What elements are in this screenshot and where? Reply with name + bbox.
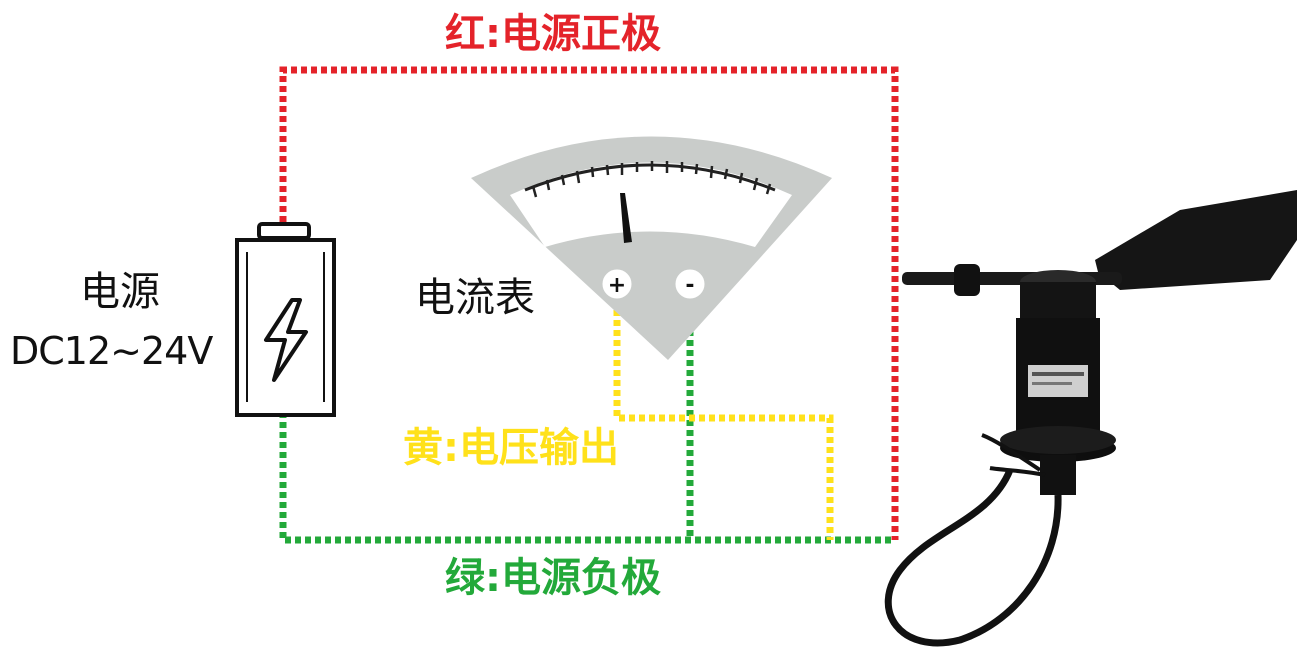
meter-scale-ticks xyxy=(531,161,772,198)
ammeter-label: 电流表 xyxy=(415,275,535,321)
meter-plus-terminal xyxy=(602,269,632,299)
yellow-wire-label: 黄:电压输出 xyxy=(403,425,619,471)
meter-minus-terminal xyxy=(675,269,705,299)
meter-minus-label: - xyxy=(685,273,694,298)
wind-vane-sensor xyxy=(884,190,1297,647)
green-wire-label: 绿:电源负极 xyxy=(445,555,661,601)
analog-ammeter-icon: + - xyxy=(471,136,832,360)
yellow-wire xyxy=(613,300,834,540)
meter-needle xyxy=(620,193,632,243)
power-spec-label: DC12~24V xyxy=(10,329,213,373)
power-source-label: 电源 xyxy=(80,269,160,315)
meter-plus-label: + xyxy=(608,273,626,298)
red-wire xyxy=(279,66,899,540)
lightning-battery-icon xyxy=(235,222,336,417)
red-wire-label: 红:电源正极 xyxy=(445,11,661,57)
